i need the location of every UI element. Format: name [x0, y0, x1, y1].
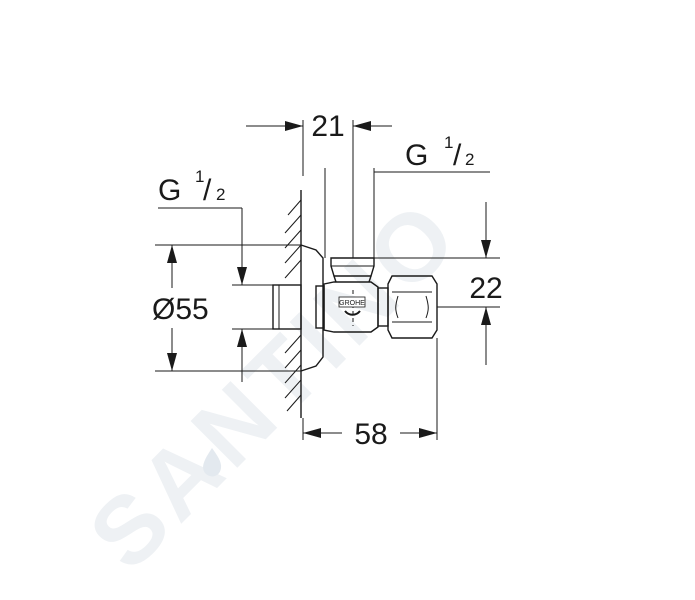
brand-mark-text: GROHE: [339, 300, 365, 307]
dimension-d55: Ø55: [152, 244, 301, 372]
brand-mark: GROHE: [338, 296, 366, 316]
thread-right-slash: /: [453, 139, 462, 172]
thread-left-slash: /: [203, 174, 212, 207]
dimension-22-label: 22: [469, 272, 502, 305]
valve-handle: [330, 257, 375, 283]
dimension-21-label: 21: [311, 110, 344, 143]
thread-right-denominator: 2: [465, 150, 474, 169]
outlet-connector: [377, 275, 438, 339]
thread-right-numerator: 1: [444, 133, 453, 152]
thread-label-left: G 1 / 2: [158, 167, 273, 382]
thread-left-denominator: 2: [216, 185, 225, 204]
watermark-text: SANTINO: [69, 179, 480, 590]
rosette: [300, 244, 324, 372]
dimension-58: 58: [302, 338, 438, 451]
inlet-thread: [272, 284, 302, 330]
valve-body: GROHE: [315, 281, 379, 333]
thread-label-right: G 1 / 2: [324, 133, 490, 258]
watermark: SANTINO: [69, 179, 480, 590]
thread-right-base: G: [405, 139, 428, 172]
thread-left-base: G: [158, 174, 181, 207]
dimension-22: 22: [374, 202, 503, 365]
dimension-d55-label: Ø55: [152, 293, 209, 326]
dimension-21: 21: [246, 110, 392, 258]
dimension-58-label: 58: [354, 418, 387, 451]
thread-left-numerator: 1: [195, 167, 204, 186]
watermark-drop-icon: [203, 448, 222, 477]
